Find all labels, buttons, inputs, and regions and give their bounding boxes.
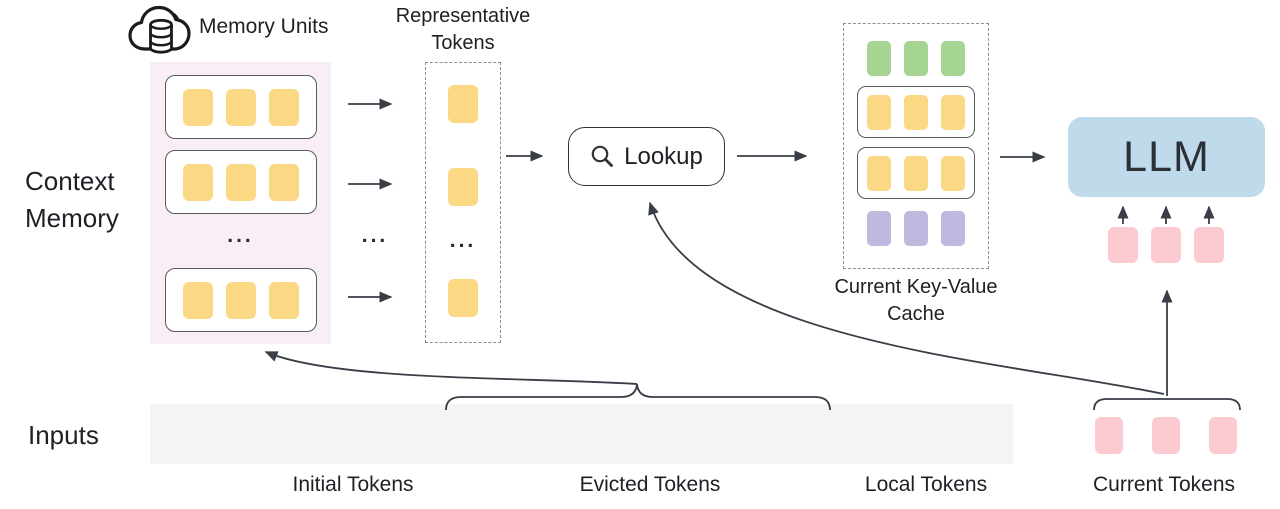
green-token — [904, 41, 928, 76]
current-kv-cache-label: Current Key-Value Cache — [791, 274, 1041, 328]
local-tokens-label: Local Tokens — [864, 473, 988, 496]
cache-label-line2: Cache — [887, 303, 945, 325]
representative-tokens-bottom — [448, 279, 478, 317]
pink-token — [1095, 417, 1123, 454]
evicted-tokens-label: Evicted Tokens — [579, 473, 721, 496]
context-memory-panel: ... — [150, 62, 331, 344]
cache-row-green — [867, 41, 965, 76]
yellow-token — [448, 279, 478, 317]
representative-ellipsis: ... — [449, 229, 477, 252]
arrows-ellipsis: ... — [361, 224, 389, 247]
yellow-token — [269, 163, 299, 201]
context-memory-label-line2: Memory — [25, 203, 119, 233]
purple-token — [904, 211, 928, 246]
memory-unit-row — [165, 75, 317, 139]
representative-tokens-panel: ... — [425, 62, 501, 343]
pink-token — [1151, 227, 1181, 263]
pink-token — [1152, 417, 1180, 454]
cache-row-purple — [867, 211, 965, 246]
yellow-token — [269, 281, 299, 319]
llm-label: LLM — [1123, 132, 1210, 181]
initial-tokens-label: Initial Tokens — [292, 473, 414, 496]
representative-title-line2: Tokens — [431, 32, 495, 54]
cache-row-yellow-boxed — [857, 147, 975, 199]
yellow-token — [269, 88, 299, 126]
current-tokens-group — [1095, 417, 1237, 454]
memory-unit-row — [165, 268, 317, 332]
yellow-token — [183, 163, 213, 201]
yellow-token — [448, 85, 478, 123]
yellow-token — [226, 88, 256, 126]
pink-token — [1209, 417, 1237, 454]
green-token — [867, 41, 891, 76]
memory-units-cloud-icon — [127, 2, 197, 58]
yellow-token — [941, 94, 965, 130]
yellow-token — [867, 155, 891, 191]
representative-tokens-title: Representative Tokens — [373, 3, 553, 57]
memory-units-label: Memory Units — [199, 15, 329, 38]
yellow-token — [867, 94, 891, 130]
lookup-button[interactable]: Lookup — [568, 127, 725, 186]
past-kv-strip — [150, 404, 1013, 464]
yellow-token — [183, 281, 213, 319]
inputs-label: Inputs — [28, 420, 99, 450]
yellow-token — [448, 168, 478, 206]
curve-evicted-to-memory — [264, 351, 638, 385]
yellow-token — [226, 163, 256, 201]
cache-row-yellow-boxed — [857, 86, 975, 138]
search-icon — [591, 145, 614, 167]
pink-token — [1194, 227, 1224, 263]
llm-input-tokens — [1108, 227, 1224, 263]
memory-ellipsis: ... — [227, 224, 254, 247]
llm-box: LLM — [1068, 117, 1265, 197]
purple-token — [867, 211, 891, 246]
context-memory-label: Context Memory — [25, 163, 119, 237]
cache-label-line1: Current Key-Value — [834, 276, 998, 298]
current-kv-cache-panel — [843, 23, 989, 269]
green-token — [941, 41, 965, 76]
purple-token — [941, 211, 965, 246]
pink-token — [1108, 227, 1138, 263]
yellow-token — [226, 281, 256, 319]
yellow-token — [183, 88, 213, 126]
brace-current-tokens — [1093, 398, 1241, 411]
memory-unit-row — [165, 150, 317, 214]
representative-title-line1: Representative — [395, 5, 531, 27]
current-tokens-label: Current Tokens — [1092, 473, 1236, 496]
representative-tokens-top — [448, 85, 478, 206]
lookup-label: Lookup — [624, 142, 703, 170]
yellow-token — [941, 155, 965, 191]
context-memory-label-line1: Context — [25, 166, 115, 196]
yellow-token — [904, 94, 928, 130]
yellow-token — [904, 155, 928, 191]
